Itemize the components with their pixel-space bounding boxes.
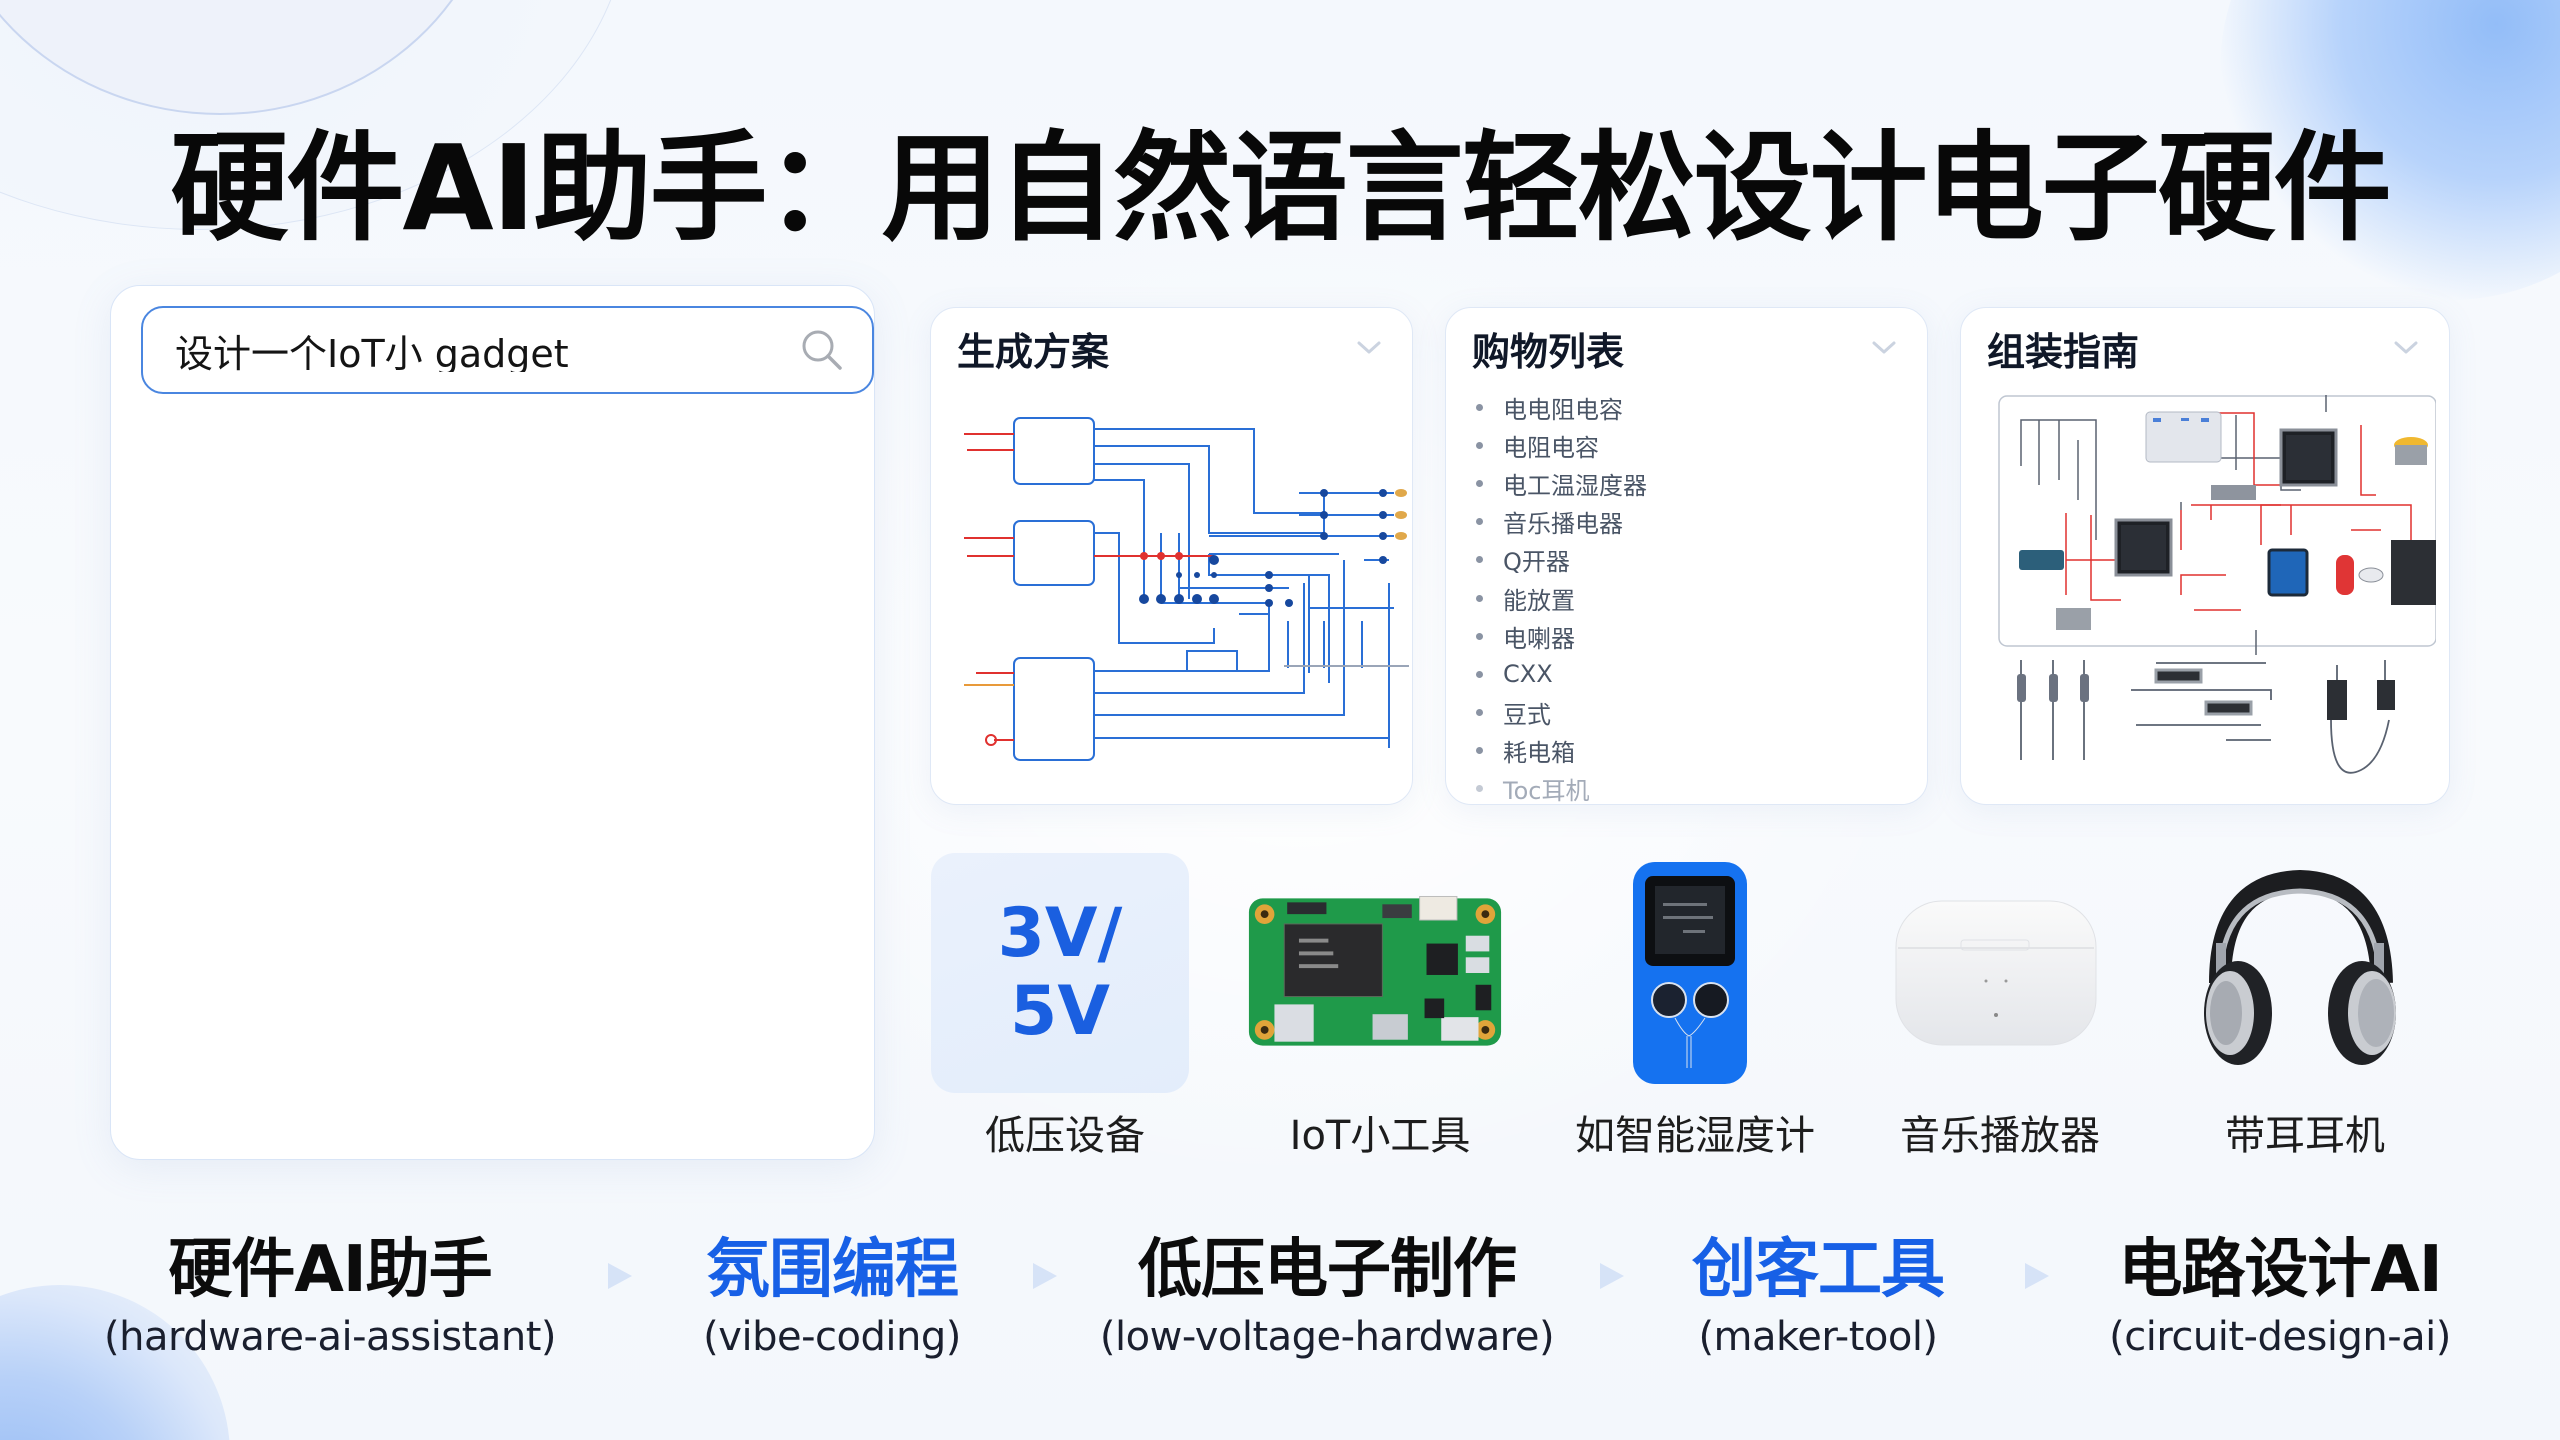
tag-maker-tool[interactable]: 创客工具 (maker-tool) — [1692, 1228, 1945, 1362]
list-item: 电阻电容 — [1476, 426, 1647, 464]
card-generated-plan[interactable]: 生成方案 — [930, 307, 1413, 805]
product-label: IoT小工具 — [1289, 1113, 1471, 1159]
card-title: 购物列表 — [1472, 329, 1625, 374]
list-item: CXX — [1476, 655, 1647, 693]
arrow-right-icon — [1600, 1263, 1624, 1289]
tag-main-label: 低压电子制作 — [1138, 1233, 1517, 1307]
product-label: 低压设备 — [985, 1113, 1145, 1159]
tag-circuit-design-ai[interactable]: 电路设计AI (circuit-design-ai) — [2109, 1228, 2451, 1362]
bullet-icon — [1476, 709, 1483, 717]
earbuds-case-image — [1865, 853, 2125, 1093]
headphones-image — [2170, 853, 2430, 1093]
pcb-board-image — [1245, 853, 1505, 1093]
bullet-icon — [1476, 747, 1483, 755]
list-item: 音乐播电器 — [1476, 503, 1647, 541]
search-input[interactable] — [175, 328, 798, 372]
list-item: 电电阻电容 — [1476, 388, 1647, 426]
card-header[interactable]: 生成方案 — [931, 308, 1412, 388]
tag-main-label: 氛围编程 — [705, 1233, 959, 1307]
card-header[interactable]: 购物列表 — [1446, 308, 1927, 388]
tag-sub-label: (circuit-design-ai) — [2109, 1314, 2451, 1360]
bullet-icon — [1476, 556, 1483, 564]
list-item: Q开器 — [1476, 541, 1647, 579]
bullet-icon — [1476, 441, 1483, 449]
bullet-icon — [1476, 785, 1483, 793]
assembly-diagram — [1998, 395, 2436, 774]
hygrometer-icon — [1633, 862, 1747, 1084]
tag-main-label: 硬件AI助手 — [168, 1233, 492, 1307]
product-low-voltage[interactable]: 3V/ 5V 低压设备 — [930, 853, 1200, 1183]
tag-sub-label: (hardware-ai-assistant) — [104, 1314, 556, 1360]
list-item: 电工温湿度器 — [1476, 464, 1647, 502]
bullet-icon — [1476, 632, 1483, 640]
product-label: 如智能湿度计 — [1575, 1113, 1815, 1159]
chevron-down-icon[interactable] — [2393, 340, 2419, 356]
product-headphones[interactable]: 带耳耳机 — [2170, 853, 2440, 1183]
search-box[interactable] — [141, 306, 874, 394]
bullet-icon — [1476, 594, 1483, 602]
product-iot-gadget[interactable]: IoT小工具 — [1245, 853, 1515, 1183]
tag-sub-label: (low-voltage-hardware) — [1099, 1314, 1555, 1360]
search-icon[interactable] — [798, 326, 846, 374]
earbuds-case-icon — [1895, 900, 2096, 1046]
tag-hardware-ai-assistant[interactable]: 硬件AI助手 (hardware-ai-assistant) — [104, 1228, 556, 1362]
tag-main-label: 创客工具 — [1692, 1233, 1945, 1307]
product-label: 音乐播放器 — [1900, 1113, 2100, 1159]
bullet-icon — [1476, 518, 1483, 526]
tag-sub-label: (maker-tool) — [1698, 1314, 1938, 1360]
smart-hygrometer-image — [1560, 853, 1820, 1093]
arrow-right-icon — [1033, 1263, 1057, 1289]
chevron-down-icon[interactable] — [1871, 340, 1897, 356]
list-item: 耗电箱 — [1476, 732, 1647, 770]
shopping-list: 电电阻电容 电阻电容 电工温湿度器 音乐播电器 Q开器 能放置 电喇器 CXX … — [1476, 388, 1647, 804]
bullet-icon — [1476, 670, 1483, 678]
arrow-right-icon — [2025, 1263, 2049, 1289]
product-label: 带耳耳机 — [2225, 1113, 2385, 1159]
headphones-icon — [2204, 869, 2396, 1065]
voltage-line-2: 5V — [1010, 972, 1110, 1051]
bullet-icon — [1476, 403, 1483, 411]
tag-low-voltage-hardware[interactable]: 低压电子制作 (low-voltage-hardware) — [1099, 1228, 1555, 1362]
product-music-player[interactable]: 音乐播放器 — [1865, 853, 2135, 1183]
list-item: 电喇器 — [1476, 617, 1647, 655]
list-item: 能放置 — [1476, 579, 1647, 617]
page-title: 硬件AI助手：用自然语言轻松设计电子硬件 — [170, 119, 2391, 257]
card-shopping-list[interactable]: 购物列表 电电阻电容 电阻电容 电工温湿度器 音乐播电器 Q开器 能放置 电喇器… — [1445, 307, 1928, 805]
pcb-board-icon — [1248, 895, 1502, 1046]
decorative-ring-inner — [0, 0, 500, 115]
voltage-tile: 3V/ 5V — [930, 853, 1190, 1093]
list-item: 豆式 — [1476, 694, 1647, 732]
tag-sub-label: (vibe-coding) — [703, 1314, 961, 1360]
card-assembly-guide[interactable]: 组装指南 — [1960, 307, 2450, 805]
card-header[interactable]: 组装指南 — [1961, 308, 2449, 388]
tag-main-label: 电路设计AI — [2118, 1233, 2442, 1307]
list-item: Toc耳机 — [1476, 770, 1647, 804]
chevron-down-icon[interactable] — [1356, 340, 1382, 356]
tag-vibe-coding[interactable]: 氛围编程 (vibe-coding) — [703, 1228, 961, 1362]
card-title: 生成方案 — [957, 329, 1110, 374]
circuit-schematic — [964, 417, 1409, 761]
arrow-right-icon — [608, 1263, 632, 1289]
voltage-line-1: 3V/ — [997, 894, 1123, 973]
card-title: 组装指南 — [1987, 329, 2140, 374]
prompt-panel — [110, 285, 875, 1160]
bullet-icon — [1476, 479, 1483, 487]
product-smart-hygrometer[interactable]: 如智能湿度计 — [1560, 853, 1830, 1183]
